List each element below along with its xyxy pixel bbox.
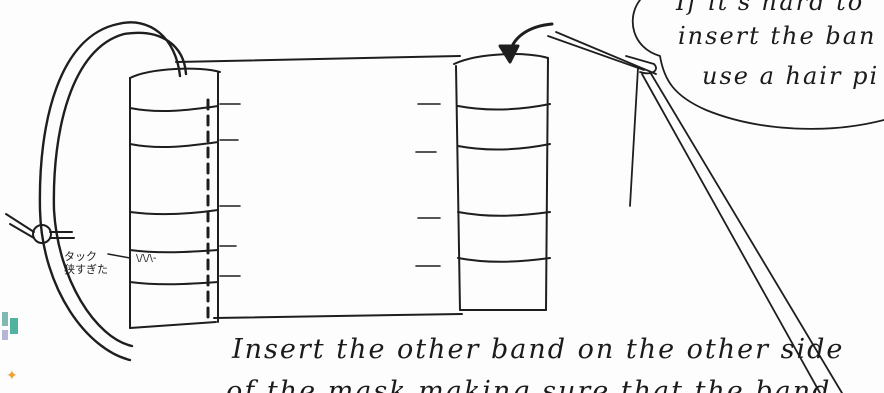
color-marks: ✦	[2, 312, 18, 384]
japanese-note: タック 狭すぎた	[64, 250, 108, 276]
mask-top-edge	[176, 56, 460, 62]
right-band-tube	[454, 54, 550, 310]
mask-bottom-edge	[214, 314, 462, 318]
bubble-line-2: insert the ban	[678, 22, 876, 50]
japanese-note-line-2: 狭すぎた	[64, 263, 108, 276]
caption-line-1: Insert the other band on the other side	[232, 334, 844, 365]
ear-band-loop	[40, 22, 180, 360]
bubble-line-1: If it's hard to	[676, 0, 864, 16]
bubble-line-3: use a hair pi	[702, 62, 879, 90]
left-band-tube	[130, 69, 220, 328]
left-pleat-lines	[220, 104, 240, 276]
caption-line-2: of the mask making sure that the band	[226, 376, 831, 393]
tuck-arrow	[108, 254, 130, 258]
svg-text:✦: ✦	[6, 368, 18, 384]
tuck-mark-label: \/\/\-	[136, 252, 156, 265]
right-pleat-lines	[416, 104, 440, 266]
japanese-note-line-1: タック	[64, 250, 108, 263]
